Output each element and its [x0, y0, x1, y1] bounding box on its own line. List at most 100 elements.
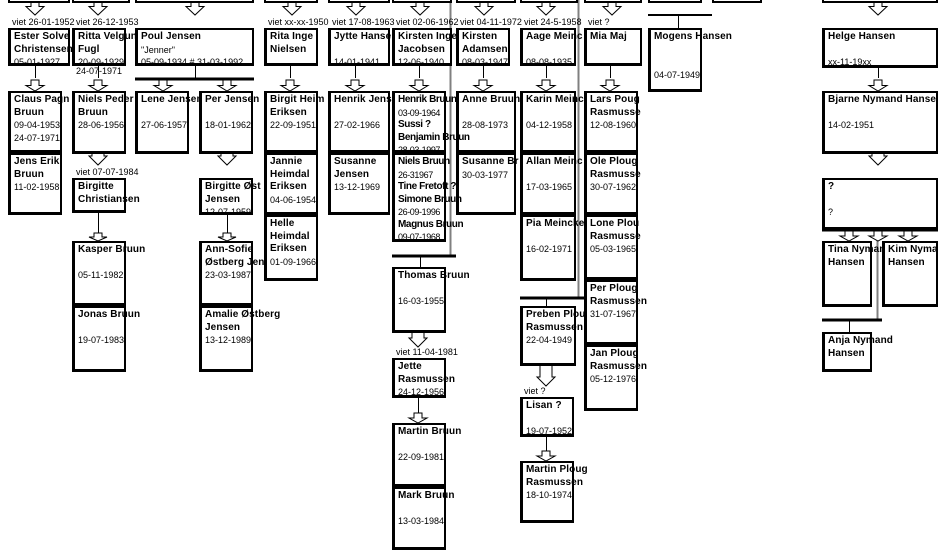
- person-box-offscreen[interactable]: [135, 0, 254, 3]
- person-date: 05-01-1927: [14, 57, 61, 67]
- person-name: Amalie Østberg: [205, 309, 281, 320]
- person-date: 22-04-1949: [526, 335, 573, 345]
- person-date: 08-08-1935: [526, 57, 573, 67]
- person-date: [526, 44, 574, 57]
- person-box[interactable]: Poul Jensen"Jenner"05-09-1934 # 31-03-19…: [135, 28, 254, 67]
- person-name: Jacobsen: [398, 43, 445, 55]
- person-box-offscreen[interactable]: [584, 0, 642, 3]
- person-box[interactable]: Mia Maj: [584, 28, 642, 66]
- person-date: 01-09-1966: [270, 256, 317, 267]
- person-name: Martin Ploug: [526, 464, 588, 475]
- down-arrow-icon: [344, 79, 366, 92]
- person-name: Eriksen: [270, 181, 307, 192]
- person-box[interactable]: ? ?: [822, 178, 938, 230]
- person-date: [526, 231, 574, 244]
- person-name: Jette: [398, 361, 422, 372]
- person-box-offscreen[interactable]: [392, 0, 452, 3]
- down-arrow-icon: [897, 230, 919, 242]
- person-box-offscreen[interactable]: [712, 0, 762, 3]
- person-date: 23-03-1987: [205, 270, 252, 280]
- person-date: 26-09-1996: [398, 207, 441, 217]
- person-date: 27-06-1957: [141, 120, 188, 130]
- person-date: 28-06-1956: [78, 120, 125, 130]
- down-arrow-icon: [867, 230, 889, 242]
- down-arrow-icon: [408, 79, 430, 92]
- person-box-offscreen[interactable]: [328, 0, 390, 3]
- person-name: Kirsten Inge: [398, 31, 457, 42]
- down-arrow-icon: [599, 79, 621, 92]
- person-date: 12-06-1940: [398, 57, 445, 67]
- person-date: [398, 503, 444, 516]
- person-date: [526, 413, 572, 426]
- person-box-offscreen[interactable]: [648, 0, 702, 3]
- person-box-offscreen[interactable]: [8, 0, 70, 3]
- person-date: [398, 439, 444, 452]
- date-note: 24-07-1971: [76, 66, 123, 76]
- person-name: Birgit Heim: [270, 94, 325, 105]
- person-box-offscreen[interactable]: [72, 0, 130, 3]
- person-box-offscreen[interactable]: [456, 0, 516, 3]
- person-box-offscreen[interactable]: [264, 0, 318, 3]
- marriage-label: viet 02-06-1962: [396, 17, 459, 27]
- person-name: Bruun: [14, 106, 44, 118]
- person-box-offscreen[interactable]: [822, 0, 938, 3]
- person-box-offscreen[interactable]: [520, 0, 578, 3]
- person-name: Pia Meincke: [526, 218, 585, 229]
- person-name: Kasper Bruun: [78, 244, 146, 255]
- person-date: 05-09-1934 # 31-03-1992: [141, 57, 244, 67]
- person-box[interactable]: Lisan ?19-07-1952: [520, 397, 574, 437]
- person-date: 05-03-1965: [590, 244, 637, 254]
- person-name: Niels Bruun: [398, 156, 450, 167]
- person-date: [526, 107, 574, 120]
- person-name: Rasmusse: [590, 168, 641, 180]
- person-name: Allan Meinc: [526, 156, 583, 167]
